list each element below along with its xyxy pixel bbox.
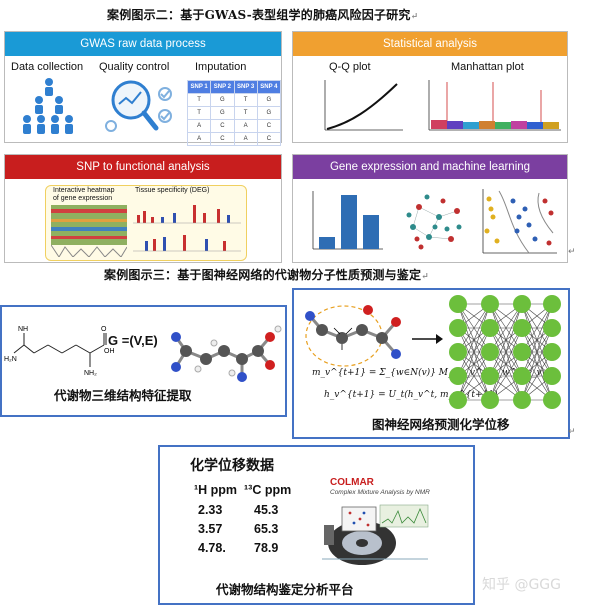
colmar-logo: COLMAR bbox=[330, 477, 374, 488]
panel-gwas-raw-data: GWAS raw data process Data collection Qu… bbox=[4, 31, 282, 146]
nn-edge bbox=[521, 327, 553, 401]
imputation-label: Imputation bbox=[195, 61, 247, 73]
watermark: 知乎 @GGG bbox=[482, 577, 561, 593]
nn-edge bbox=[521, 303, 553, 377]
shift-c-value: 65.3 bbox=[254, 522, 279, 536]
message-equation: m_v^{t+1} = Σ_{w∈N(v)} M_t(h_v^t, h_w^t,… bbox=[312, 368, 553, 378]
manhattan-plot-label: Manhattan plot bbox=[451, 61, 524, 73]
ml-scatter-plot bbox=[482, 189, 557, 254]
magnifier-qc-icon bbox=[105, 80, 172, 132]
h-ppm-header: ¹H ppm bbox=[194, 483, 238, 497]
data-collection-label: Data collection bbox=[11, 61, 84, 73]
panel-statistical-analysis: Statistical analysis Q-Q plot Manhattan … bbox=[292, 31, 568, 143]
panel-header: SNP to functional analysis bbox=[5, 155, 281, 179]
nn-node bbox=[449, 343, 467, 361]
panel-header: Gene expression and machine learning bbox=[293, 155, 567, 179]
box1-caption: 代谢物三维结构特征提取 bbox=[54, 388, 192, 403]
arginine-skeletal-formula: NH H₂N NH₂ O OH bbox=[4, 326, 115, 377]
shift-data-title: 化学位移数据 bbox=[190, 458, 274, 474]
nn-edge bbox=[489, 303, 523, 401]
paragraph-mark: ↵ bbox=[568, 247, 576, 257]
nn-node bbox=[513, 319, 531, 337]
box3-caption: 代谢物结构鉴定分析平台 bbox=[216, 582, 354, 597]
nh2-label: NH₂ bbox=[84, 370, 97, 377]
molecule-message-passing bbox=[305, 305, 401, 367]
gene-bar-chart bbox=[312, 191, 383, 250]
update-equation: h_v^{t+1} = U_t(h_v^t, m_v^{t+1}) bbox=[324, 390, 498, 400]
shift-h-value: 3.57 bbox=[198, 522, 223, 536]
expression-heatmap bbox=[51, 205, 127, 257]
box2-caption: 图神经网络预测化学位移 bbox=[372, 417, 510, 432]
box-structure-extraction: NH H₂N NH₂ O OH G =(V,E) 代谢物三维结构特征提取 bbox=[0, 305, 287, 417]
nn-node bbox=[513, 391, 531, 409]
shift-c-value: 78.9 bbox=[254, 541, 279, 555]
nn-node bbox=[543, 391, 561, 409]
section2-title: 案例图示二：基于GWAS-表型组学的肺癌风险因子研究↵ bbox=[107, 8, 419, 22]
nn-node bbox=[481, 295, 499, 313]
shift-c-value: 45.3 bbox=[254, 503, 279, 517]
molecule-3d-model bbox=[171, 325, 282, 382]
quality-control-label: Quality control bbox=[99, 61, 170, 73]
nn-edge bbox=[457, 303, 491, 377]
neural-network-diagram bbox=[449, 295, 561, 409]
nn-node bbox=[449, 391, 467, 409]
colmar-subtitle: Complex Mixture Analysis by NMR bbox=[330, 489, 430, 496]
paragraph-mark: ↵ bbox=[568, 427, 576, 437]
panel-header: Statistical analysis bbox=[293, 32, 567, 56]
nn-edge bbox=[457, 303, 491, 353]
nn-edge bbox=[489, 351, 523, 401]
shift-h-value: 2.33 bbox=[198, 503, 223, 517]
nn-node bbox=[513, 367, 531, 385]
c-ppm-header: ¹³C ppm bbox=[244, 483, 292, 497]
nn-node bbox=[543, 367, 561, 385]
nn-node bbox=[513, 343, 531, 361]
nn-node bbox=[513, 295, 531, 313]
nn-node bbox=[481, 319, 499, 337]
nn-node bbox=[449, 319, 467, 337]
panel-header: GWAS raw data process bbox=[5, 32, 281, 56]
nn-node bbox=[449, 367, 467, 385]
people-pyramid-icon bbox=[23, 78, 73, 134]
nn-edge bbox=[457, 303, 491, 401]
manhattan-plot-figure bbox=[428, 80, 561, 131]
nn-node bbox=[481, 391, 499, 409]
nn-node bbox=[481, 367, 499, 385]
nn-edge bbox=[521, 351, 553, 401]
qq-plot-label: Q-Q plot bbox=[329, 61, 371, 73]
section3-title: 案例图示三：基于图神经网络的代谢物分子性质预测与鉴定↵ bbox=[104, 268, 429, 282]
tissue-bar-charts bbox=[133, 205, 241, 252]
o-label: O bbox=[101, 326, 107, 333]
box-gnn-prediction: m_v^{t+1} = Σ_{w∈N(v)} M_t(h_v^t, h_w^t,… bbox=[292, 288, 570, 439]
nn-edge bbox=[457, 327, 491, 401]
nn-node bbox=[449, 295, 467, 313]
qq-plot-figure bbox=[324, 80, 403, 131]
nn-node bbox=[543, 319, 561, 337]
nn-edge bbox=[457, 351, 491, 401]
nmr-platform-graphic bbox=[322, 504, 429, 565]
tissue-specificity-label: Tissue specificity (DEG) bbox=[135, 187, 210, 194]
network-graph-icon bbox=[406, 194, 462, 250]
nh-label: NH bbox=[18, 326, 28, 333]
shift-h-value: 4.78. bbox=[198, 541, 226, 555]
panel-gene-expression-ml: Gene expression and machine learning bbox=[292, 154, 568, 263]
h2n-label: H₂N bbox=[4, 356, 17, 363]
nn-edge bbox=[489, 327, 523, 401]
right-arrow-icon bbox=[412, 334, 443, 344]
graph-formula: G =(V,E) bbox=[108, 333, 158, 348]
nn-edge bbox=[521, 303, 553, 353]
box-identification-platform: 化学位移数据 ¹H ppm ¹³C ppm 2.33 45.3 3.57 65.… bbox=[158, 445, 475, 605]
nn-node bbox=[543, 343, 561, 361]
panel-snp-functional: SNP to functional analysis Interactive h… bbox=[4, 154, 282, 263]
oh-label: OH bbox=[104, 348, 115, 355]
nn-edge bbox=[489, 303, 523, 353]
nn-edge bbox=[489, 303, 523, 377]
nn-node bbox=[481, 343, 499, 361]
nn-edge bbox=[521, 303, 553, 401]
nn-node bbox=[543, 295, 561, 313]
